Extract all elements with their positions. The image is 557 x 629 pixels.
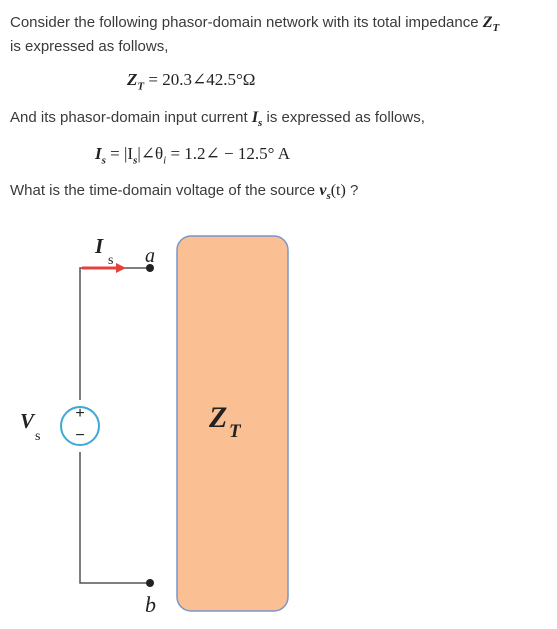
question-line-4: What is the time-domain voltage of the s… xyxy=(10,182,359,203)
node-a-dot xyxy=(146,264,154,272)
equation-is: Is = |Is|∠θi = 1.2∠ − 12.5° A xyxy=(95,144,291,167)
bottom-wire xyxy=(79,452,150,584)
source-label-sub: s xyxy=(35,429,40,444)
impedance-label-sub: T xyxy=(229,421,242,442)
equation-zt: ZT = 20.3∠42.5°Ω xyxy=(127,70,256,93)
top-wire xyxy=(79,267,150,400)
current-arrowhead xyxy=(116,263,126,273)
question-line-3: And its phasor-domain input current Is i… xyxy=(10,109,425,130)
node-a-label: a xyxy=(145,245,155,267)
node-b-dot xyxy=(146,579,154,587)
impedance-label: Z xyxy=(208,401,227,434)
current-label: I xyxy=(94,234,104,258)
vs-t-symbol: vs(t) xyxy=(319,182,346,203)
node-b-label: b xyxy=(145,592,156,617)
current-label-sub: s xyxy=(108,253,113,268)
source-minus: − xyxy=(75,427,84,444)
source-plus: + xyxy=(75,405,84,422)
source-label: V xyxy=(20,409,36,433)
question-line-1-text: Consider the following phasor-domain net… xyxy=(10,14,479,31)
question-line-2: is expressed as follows, xyxy=(10,38,169,55)
question-line-1: Consider the following phasor-domain net… xyxy=(10,12,499,39)
is-symbol: Is xyxy=(251,109,263,130)
impedance-box xyxy=(176,235,289,612)
zt-symbol: ZT xyxy=(482,14,500,35)
voltage-source xyxy=(60,406,100,446)
circuit-diagram: + − V s I s a b Z T xyxy=(20,234,289,617)
